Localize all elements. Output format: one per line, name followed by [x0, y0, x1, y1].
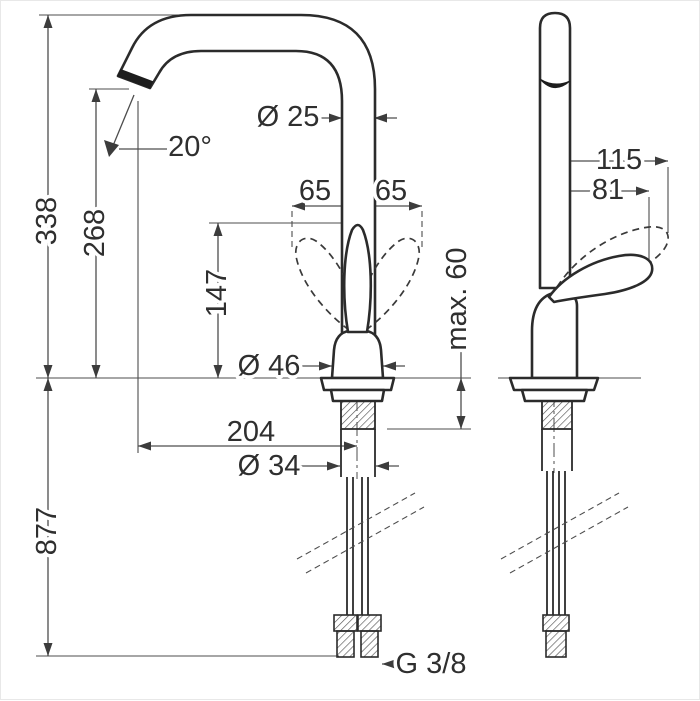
- label-handle-projection: 81: [592, 174, 624, 206]
- base-plate-side: [508, 376, 600, 403]
- label-max-counter-thickness: max. 60: [441, 247, 473, 350]
- threaded-shank-front: [340, 400, 376, 430]
- label-spout-pipe-diameter: Ø 25: [257, 101, 320, 133]
- mixer-body-front: [330, 329, 385, 380]
- aerator-side: [539, 78, 571, 88]
- label-body-diameter: Ø 46: [238, 350, 301, 382]
- break-lines-front: [296, 492, 425, 574]
- supply-hoses-front: [340, 429, 376, 615]
- aerator-front: [117, 68, 154, 89]
- threaded-shank-side: [541, 400, 573, 430]
- label-connection-thread: G 3/8: [396, 648, 467, 680]
- break-lines-side: [500, 492, 629, 574]
- spout-pipe-side: [538, 11, 572, 290]
- base-plate-front: [319, 376, 396, 403]
- hose-connectors-front: [333, 614, 382, 658]
- label-handle-swing-right: 65: [375, 175, 407, 207]
- label-spout-height: 268: [79, 209, 111, 257]
- lever-handle-side: [547, 253, 654, 304]
- label-total-height: 338: [31, 197, 63, 245]
- front-view: [116, 13, 425, 658]
- dimension-labels: 338 268 877 147 max. 60 Ø 25 20° 65 65 Ø…: [28, 98, 646, 684]
- label-shank-diameter: Ø 34: [238, 450, 301, 482]
- mixer-body-side: [530, 290, 579, 380]
- lever-handle-front: [342, 223, 373, 334]
- flow-direction-arrow: [104, 140, 119, 157]
- label-handle-height: 147: [201, 269, 233, 317]
- label-handle-swing-left: 65: [299, 175, 331, 207]
- label-spout-angle: 20°: [168, 131, 212, 163]
- spout-angle-axis: [109, 94, 135, 154]
- label-spout-reach: 204: [227, 416, 275, 448]
- supply-hoses-side: [541, 429, 573, 615]
- side-view: [500, 11, 669, 658]
- label-handle-projection-open: 115: [596, 144, 642, 176]
- hose-connector-side: [542, 614, 570, 658]
- label-hose-length: 877: [31, 507, 63, 555]
